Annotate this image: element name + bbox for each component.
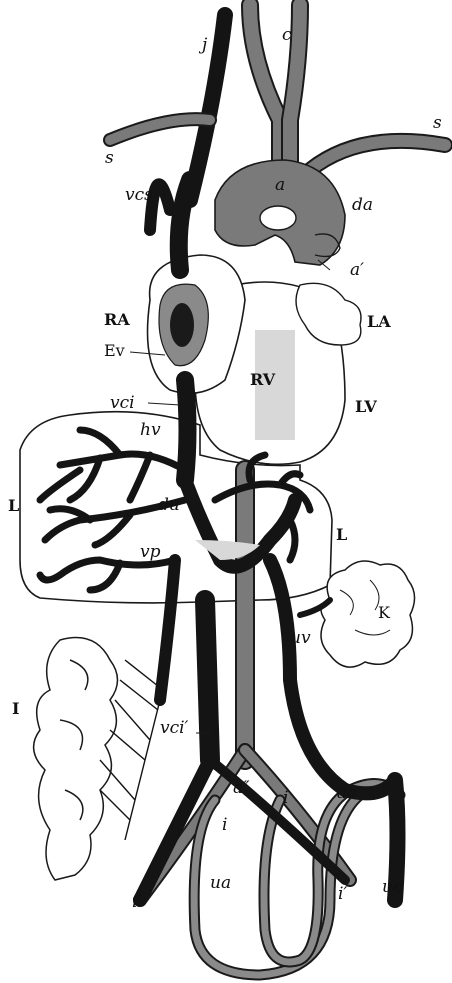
label-L-right: L: [336, 525, 347, 544]
ductus-opening: [260, 206, 296, 230]
label-vci-upper: vci: [110, 393, 135, 413]
label-LA: LA: [367, 312, 391, 331]
label-Ev: Ev: [104, 341, 125, 360]
label-I: I: [12, 699, 19, 718]
eustachian-valve: [170, 303, 194, 347]
label-j: j: [198, 35, 208, 55]
arterial-vessels: [250, 5, 445, 170]
label-uc: uc: [382, 877, 403, 897]
kidney: [321, 561, 415, 667]
label-s-left: s: [105, 148, 114, 168]
label-a: a: [275, 175, 285, 195]
label-LV: LV: [355, 397, 377, 416]
label-uv: uv: [290, 628, 311, 648]
label-RA: RA: [104, 310, 130, 329]
intestine: [34, 638, 118, 881]
label-i-left: i: [222, 815, 227, 835]
label-da: da: [352, 195, 373, 215]
label-a-prime: a′: [350, 260, 364, 280]
label-i-right: i: [283, 788, 288, 808]
label-ua-bottom: ua: [210, 873, 231, 893]
label-vci-prime: vci′: [160, 718, 189, 738]
inferior-vena-cava-upper: [185, 380, 188, 480]
label-ua-right: ua: [336, 783, 357, 803]
label-a-double-prime: a″: [233, 778, 250, 798]
label-i-prime-right: i′: [338, 884, 347, 904]
label-L-left: L: [8, 496, 19, 515]
label-hv: hv: [140, 420, 161, 440]
label-i-prime-left: i′: [132, 892, 141, 912]
label-vp: vp: [140, 542, 161, 562]
jugular-vein: [190, 15, 225, 200]
label-vcs: vcs: [125, 185, 153, 205]
label-c: c: [282, 25, 292, 45]
inferior-vena-cava-lower: [205, 600, 210, 760]
label-K: K: [378, 603, 391, 622]
label-du: du: [158, 495, 180, 515]
label-s-right: s: [433, 113, 442, 133]
label-RV: RV: [250, 370, 276, 389]
